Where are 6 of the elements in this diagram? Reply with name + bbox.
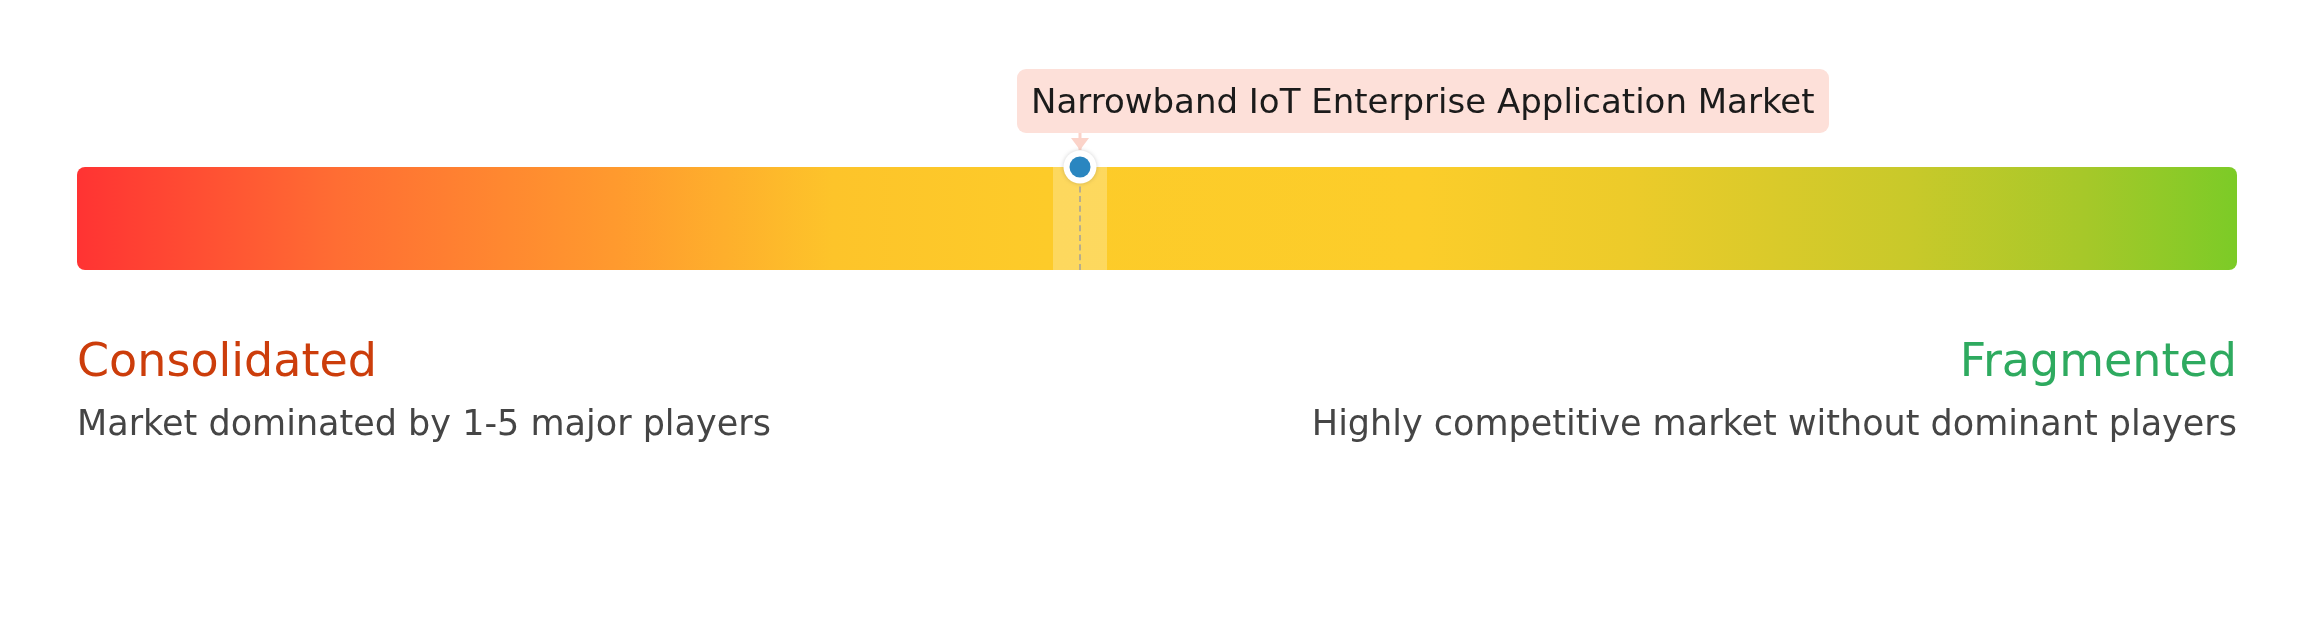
callout-bubble: Narrowband IoT Enterprise Application Market <box>1017 69 1829 133</box>
scale-end-description: Highly competitive market without dominant players <box>1311 402 2237 444</box>
scale-end-label: Fragmented <box>1959 333 2237 387</box>
callout-pointer <box>1071 133 1089 150</box>
scale-end-label: Consolidated <box>77 333 377 387</box>
scale-end-description: Market dominated by 1-5 major players <box>77 402 771 444</box>
